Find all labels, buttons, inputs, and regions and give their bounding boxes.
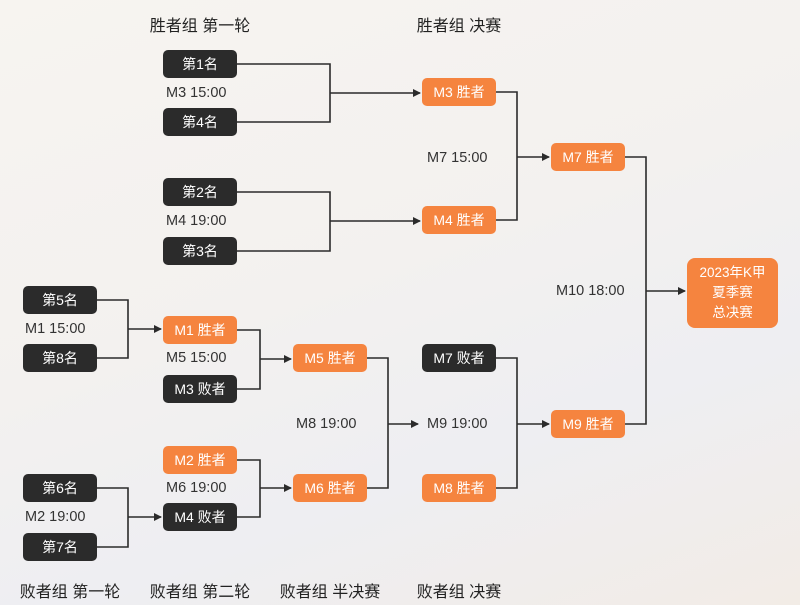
match-label-m9: M9 19:00	[427, 416, 488, 432]
result-m7-winner: M7 胜者	[551, 143, 625, 171]
connector-m5	[237, 329, 291, 390]
result-m5-winner: M5 胜者	[293, 344, 367, 372]
connector-m6	[237, 459, 291, 518]
match-label-m8: M8 19:00	[296, 416, 357, 432]
match-label-m2: M2 19:00	[25, 509, 86, 525]
connector-m3	[237, 63, 420, 123]
header-losers-final: 败者组 决赛	[416, 584, 502, 601]
result-m8-winner: M8 胜者	[422, 474, 496, 502]
team-box-2: 第2名	[163, 178, 237, 206]
team-box-1: 第1名	[163, 50, 237, 78]
match-label-m3: M3 15:00	[166, 85, 227, 101]
result-m4-winner: M4 胜者	[422, 206, 496, 234]
team-box-6: 第6名	[23, 474, 97, 502]
connector-m10	[625, 156, 685, 425]
result-m2-winner: M2 胜者	[163, 446, 237, 474]
header-winners-round1: 胜者组 第一轮	[149, 18, 251, 35]
result-m1-winner: M1 胜者	[163, 316, 237, 344]
match-label-m10: M10 18:00	[556, 283, 625, 299]
match-label-m6: M6 19:00	[166, 480, 227, 496]
header-winners-final: 胜者组 决赛	[416, 18, 502, 35]
connector-m9	[496, 357, 549, 489]
match-label-m1: M1 15:00	[25, 321, 86, 337]
team-box-3: 第3名	[163, 237, 237, 265]
match-label-m5: M5 15:00	[166, 350, 227, 366]
header-losers-round2: 败者组 第二轮	[149, 584, 251, 601]
grand-final-box: 2023年K甲 夏季赛 总决赛	[687, 258, 778, 328]
result-m3-winner: M3 胜者	[422, 78, 496, 106]
final-title-line1: 2023年K甲	[699, 265, 766, 280]
header-losers-round1: 败者组 第一轮	[19, 584, 121, 601]
team-box-8: 第8名	[23, 344, 97, 372]
connector-m7	[496, 91, 549, 221]
connector-m2	[97, 487, 161, 548]
connector-m4	[237, 191, 420, 252]
result-m7-loser: M7 败者	[422, 344, 496, 372]
final-title-line2: 夏季赛	[712, 285, 753, 300]
match-label-m4: M4 19:00	[166, 213, 227, 229]
result-m4-loser: M4 败者	[163, 503, 237, 531]
result-m9-winner: M9 胜者	[551, 410, 625, 438]
team-box-4: 第4名	[163, 108, 237, 136]
result-m3-loser: M3 败者	[163, 375, 237, 403]
team-box-7: 第7名	[23, 533, 97, 561]
header-losers-semifinal: 败者组 半决赛	[279, 584, 381, 601]
team-box-5: 第5名	[23, 286, 97, 314]
match-label-m7: M7 15:00	[427, 150, 488, 166]
connector-m8	[367, 357, 418, 489]
final-title-line3: 总决赛	[712, 305, 753, 320]
result-m6-winner: M6 胜者	[293, 474, 367, 502]
connector-m1	[97, 299, 161, 359]
